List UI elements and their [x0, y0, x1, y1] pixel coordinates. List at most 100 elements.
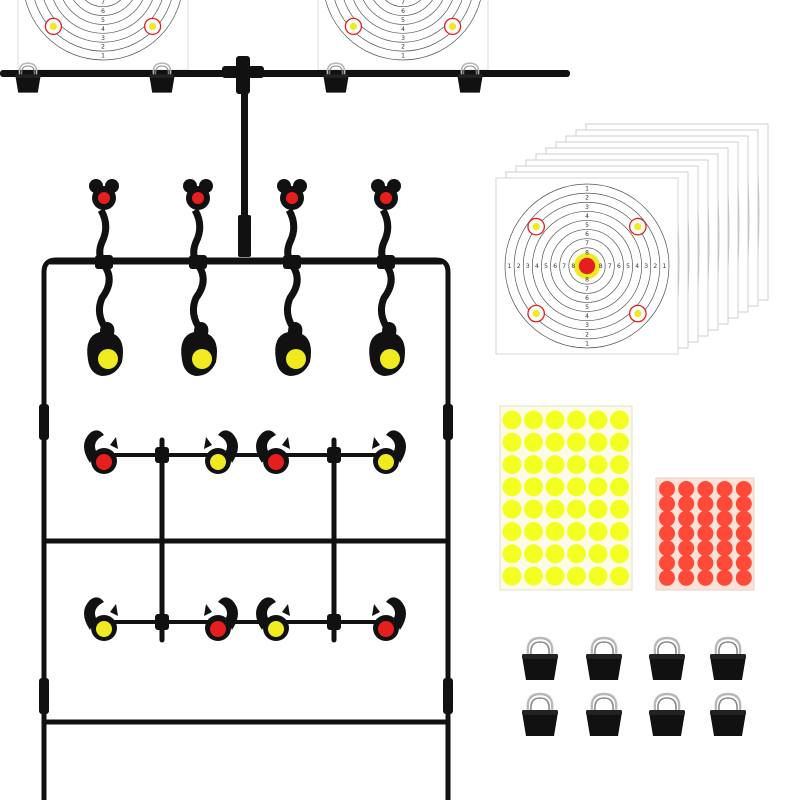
clip-top-edge [586, 654, 622, 659]
sticker-dot [659, 555, 675, 571]
sticker-dot [502, 566, 522, 586]
ring-number: 4 [401, 26, 405, 33]
binder-clip-icon [710, 636, 746, 680]
aim-point-center [49, 22, 58, 30]
squirrel-tail [84, 430, 104, 463]
aim-point-center [349, 22, 357, 30]
sticker-dot [545, 499, 565, 519]
clip-handle [653, 692, 681, 711]
squirrel-spinner-target [204, 430, 238, 474]
clip-body [522, 712, 558, 736]
clip-top-edge [710, 710, 746, 715]
ring-number: 8 [585, 249, 589, 256]
clip-handle [590, 692, 618, 711]
squirrel-ear [282, 437, 290, 449]
clip-handle-inner [657, 641, 677, 655]
sticker-dot [524, 566, 543, 586]
bear-head-flip-target [369, 179, 405, 376]
ring-number: 6 [617, 263, 621, 270]
clip-handle [526, 636, 554, 655]
sticker-dot [716, 555, 733, 571]
ring-number: 6 [585, 231, 589, 238]
sticker-dot [502, 522, 522, 541]
ring-number: 1 [508, 263, 512, 270]
clip-handle-inner [155, 65, 169, 75]
ring-number: 5 [544, 263, 548, 270]
clip-handle [590, 636, 618, 655]
ring-number: 8 [599, 263, 603, 270]
squirrel-spinner-target [372, 430, 406, 474]
hanger-bar [0, 70, 570, 77]
binder-clip-icon [522, 636, 558, 680]
ring-number: 1 [663, 263, 667, 270]
squirrel-dot [378, 621, 394, 637]
sticker-dot [659, 525, 675, 542]
target-ring [84, 0, 122, 8]
squirrel-spinner-target [372, 597, 406, 641]
ring-number: 7 [401, 0, 405, 6]
clip-top-edge [149, 74, 175, 78]
ring-number: 5 [101, 17, 105, 24]
ring-number: 7 [562, 263, 566, 270]
ring-number: 6 [585, 295, 589, 302]
sticker-dot [659, 510, 675, 527]
ring-number: 2 [401, 44, 405, 51]
sticker-dot [502, 477, 522, 497]
clip-handle-inner [463, 65, 477, 75]
ring-number: 1 [585, 340, 589, 347]
sticker-dot [697, 481, 714, 497]
sticker-dot [610, 477, 629, 497]
clip-handle [460, 62, 480, 75]
sticker-dot [697, 525, 714, 542]
sticker-dot [735, 495, 752, 512]
clip-handle [526, 692, 554, 711]
sticker-dot [716, 510, 733, 527]
sticker-dot [545, 544, 565, 564]
clip-body [649, 712, 685, 736]
sticker-dot [735, 510, 752, 527]
spinner-hub [327, 614, 341, 630]
aim-point-center [634, 309, 642, 318]
clip-handle-inner [329, 65, 343, 75]
sticker-dot [524, 410, 543, 430]
squirrel-dot [96, 454, 112, 470]
sticker-dot [524, 477, 543, 497]
sticker-dot [588, 522, 608, 541]
squirrel-tail [218, 430, 238, 463]
sticker-dot [588, 432, 608, 452]
sticker-dot [678, 495, 695, 512]
sticker-dot [567, 522, 586, 541]
sticker-dot [588, 499, 608, 519]
clip-handle-inner [594, 697, 614, 711]
clip-handle-inner [21, 65, 35, 75]
ring-number: 4 [585, 213, 589, 220]
ring-number: 7 [101, 0, 105, 6]
ring-number: 7 [608, 263, 612, 270]
sticker-dot [659, 495, 675, 512]
clip-body [586, 712, 622, 736]
ring-number: 1 [101, 53, 105, 60]
sticker-dot [545, 477, 565, 497]
ring-number: 4 [535, 263, 539, 270]
squirrel-tail [218, 597, 238, 630]
sticker-dot [567, 477, 586, 497]
binder-clip-set [522, 636, 746, 736]
clip-body [15, 75, 41, 93]
sticker-dot [545, 566, 565, 586]
axle-bushing [283, 255, 301, 269]
ring-number: 6 [401, 8, 405, 15]
sticker-dot [678, 525, 695, 542]
sticker-dot [502, 410, 522, 430]
sticker-dot [697, 555, 714, 571]
ring-number: 4 [585, 313, 589, 320]
sticker-dot [716, 525, 733, 542]
binder-clip-icon [522, 692, 558, 736]
ring-number: 8 [585, 277, 589, 284]
sticker-dot [610, 544, 629, 564]
sticker-dot [545, 410, 565, 430]
ring-number: 7 [585, 286, 589, 293]
